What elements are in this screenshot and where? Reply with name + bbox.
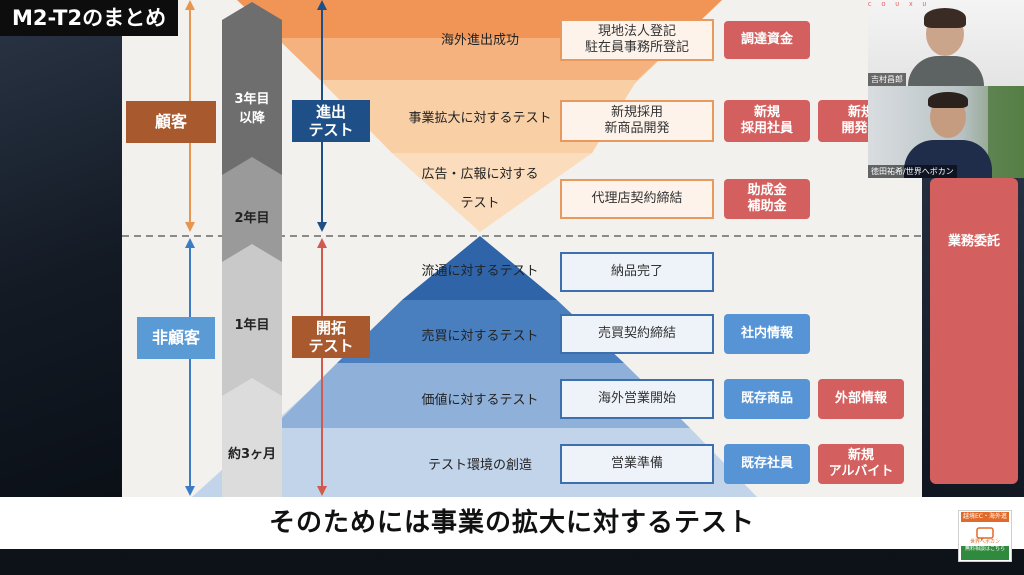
resource-grants: 助成金 補助金 xyxy=(724,179,810,219)
non-customer-label: 非顧客 xyxy=(137,317,215,359)
resource-existing-products: 既存商品 xyxy=(724,379,810,419)
webcam-tile-1: COUXU 吉村昌郎 xyxy=(868,0,1024,86)
time-label-year1: 1年目 xyxy=(234,318,270,333)
resource-new-hires: 新規 採用社員 xyxy=(724,100,810,142)
subtitle-caption: そのためには事業の拡大に対するテスト xyxy=(268,508,755,538)
webcam-banner-1: COUXU xyxy=(868,2,937,8)
pioneering-test-label: 開拓 テスト xyxy=(292,316,370,358)
chevron-after3 xyxy=(222,2,282,185)
resource-funding: 調達資金 xyxy=(724,21,810,59)
milestone-5: 売買契約締結 xyxy=(560,314,714,354)
chevron-month3 xyxy=(222,378,282,497)
stage-text-7: テスト環境の創造 xyxy=(427,458,532,473)
stage-text-4: 流通に対するテスト xyxy=(421,264,539,279)
presenter-hair-1 xyxy=(924,8,966,28)
background-building-left xyxy=(0,0,122,500)
webcam-tile-2: 徳田祐希/世界へボカン xyxy=(868,86,1024,178)
resource-existing-staff: 既存社員 xyxy=(724,444,810,484)
milestone-3: 代理店契約締結 xyxy=(560,179,714,219)
resource-external-info: 外部情報 xyxy=(818,379,904,419)
time-label-year2: 2年目 xyxy=(234,211,270,226)
stage-text-6: 価値に対するテスト xyxy=(421,393,539,408)
funnel-layer-3 xyxy=(320,80,637,153)
logo-bottom-text: 無料相談はこちら xyxy=(961,546,1009,560)
resource-internal-info: 社内情報 xyxy=(724,314,810,354)
subtitle-band xyxy=(0,497,1024,549)
chevron-year1 xyxy=(222,244,282,400)
milestone-7: 営業準備 xyxy=(560,444,714,484)
presenter-hair-2 xyxy=(928,92,968,108)
chevron-year2 xyxy=(222,157,282,268)
milestone-4: 納品完了 xyxy=(560,252,714,292)
milestone-2: 新規採用 新商品開発 xyxy=(560,100,714,142)
time-label-month3: 約3ヶ月 xyxy=(227,447,277,462)
outsourcing-bar: 業務委託 xyxy=(930,178,1018,484)
chat-bubble-icon xyxy=(976,527,994,541)
stage-text-3: 広告・広報に対する テスト xyxy=(421,167,539,211)
pyramid-layer-2 xyxy=(337,300,624,363)
expansion-test-label: 進出 テスト xyxy=(292,100,370,142)
stage-text-1: 海外進出成功 xyxy=(440,33,519,48)
section-title: M2-T2のまとめ xyxy=(0,0,179,36)
webcam-name-2: 徳田祐希/世界へボカン xyxy=(868,165,957,178)
funnel-layer-4 xyxy=(392,153,592,232)
milestone-6: 海外営業開始 xyxy=(560,379,714,419)
pyramid-layer-1 xyxy=(402,236,557,300)
milestone-1: 現地法人登記 駐在員事務所登記 xyxy=(560,19,714,61)
logo-mid-text: 世界へボカン xyxy=(969,539,1000,545)
customer-label: 顧客 xyxy=(126,101,216,143)
stage-text-5: 売買に対するテスト xyxy=(421,329,539,344)
stage-text-2: 事業拡大に対するテスト xyxy=(408,111,552,126)
webcam-name-1: 吉村昌郎 xyxy=(868,73,906,86)
presenter-body-1 xyxy=(908,56,984,86)
slide: 顧客 非顧客 進出 テスト 開拓 テスト 3年目 以降 2年目 1年目 約3ヶ月… xyxy=(122,0,922,497)
logo-icon xyxy=(961,524,1009,544)
time-label-after3: 3年目 以降 xyxy=(234,92,270,126)
resource-part-timers: 新規 アルバイト xyxy=(818,444,904,484)
logo-top-text: 越境EC・海外進出 xyxy=(961,512,1009,530)
funnel-diagram xyxy=(122,0,922,497)
plant-background xyxy=(988,86,1024,178)
